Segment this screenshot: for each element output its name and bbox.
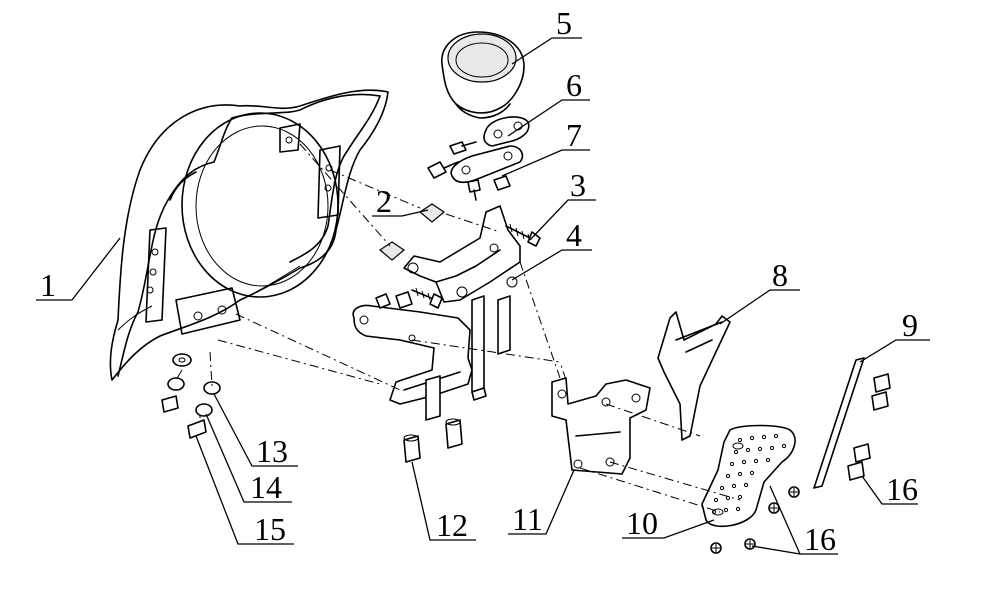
callout-11: 11 bbox=[512, 501, 543, 537]
part-side-plate bbox=[657, 311, 731, 441]
callout-2: 2 bbox=[376, 183, 392, 219]
callout-16-upper: 16 bbox=[886, 471, 918, 507]
part-gauge-bracket bbox=[450, 116, 530, 184]
callout-15: 15 bbox=[254, 511, 286, 547]
assembly-lines bbox=[175, 143, 741, 513]
callout-10: 10 bbox=[626, 505, 658, 541]
callout-16-lower: 16 bbox=[804, 521, 836, 557]
callout-12: 12 bbox=[436, 507, 468, 543]
part-main-bracket bbox=[352, 205, 521, 421]
callout-3: 3 bbox=[570, 167, 586, 203]
callout-1: 1 bbox=[40, 267, 56, 303]
callout-leaders bbox=[36, 37, 930, 555]
part-screws-16 bbox=[710, 486, 800, 554]
part-spacers bbox=[403, 418, 463, 463]
part-bolts bbox=[427, 141, 511, 201]
callout-4: 4 bbox=[566, 217, 582, 253]
part-lower-bracket bbox=[551, 377, 651, 475]
callout-9: 9 bbox=[902, 307, 918, 343]
callout-8: 8 bbox=[772, 257, 788, 293]
callout-6: 6 bbox=[566, 67, 582, 103]
callout-13: 13 bbox=[256, 433, 288, 469]
callout-14: 14 bbox=[250, 469, 282, 505]
callout-5: 5 bbox=[556, 5, 572, 41]
part-tapping-screws bbox=[411, 223, 541, 309]
part-rubber-blocks bbox=[378, 203, 446, 261]
part-speedometer bbox=[441, 31, 525, 119]
part-strip-clips bbox=[813, 357, 891, 489]
callout-7: 7 bbox=[566, 117, 582, 153]
part-headlight-cowl bbox=[109, 89, 389, 381]
part-washers-bolts bbox=[161, 353, 221, 439]
callout-numbers: 1 2 3 4 5 6 7 8 9 10 11 12 13 14 15 16 1… bbox=[40, 5, 918, 557]
